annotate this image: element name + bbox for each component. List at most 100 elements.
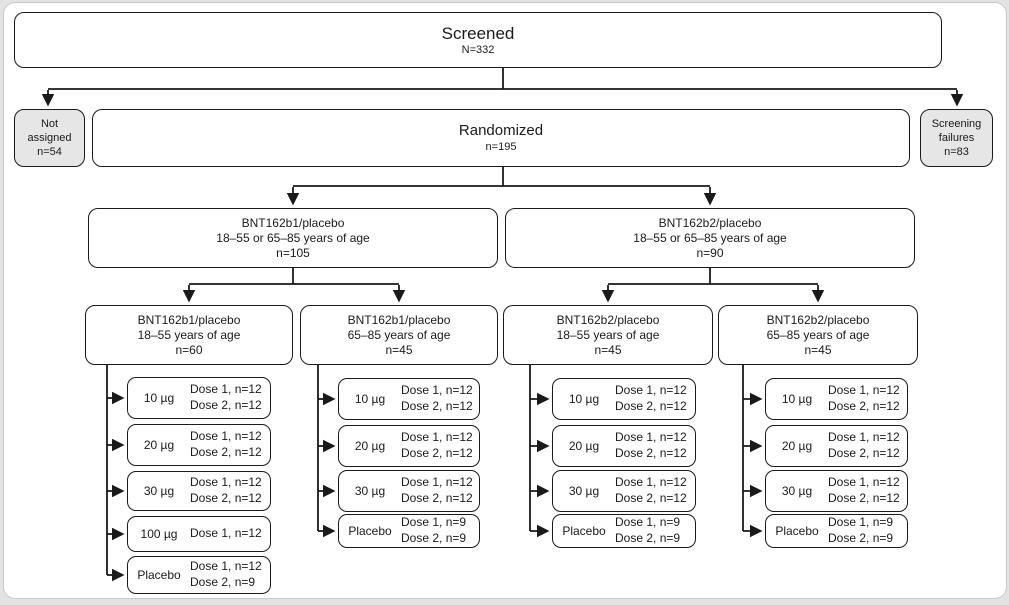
screened-count: N=332 [461, 43, 495, 56]
group-count: n=45 [804, 342, 832, 357]
group-count: n=45 [385, 342, 413, 357]
dose1-count: Dose 1, n=9 [401, 515, 467, 530]
arm-age: 18–55 or 65–85 years of age [216, 230, 370, 245]
dose-counts: Dose 1, n=12 Dose 2, n=12 [401, 430, 473, 461]
group-name: BNT162b1/placebo [137, 312, 241, 327]
dose1-count: Dose 1, n=12 [401, 383, 473, 398]
dose2-count: Dose 2, n=12 [190, 398, 262, 412]
dose-label: 10 µg [354, 391, 386, 406]
dose1-count: Dose 1, n=12 [828, 430, 900, 445]
dose-counts: Dose 1, n=12 Dose 2, n=12 [401, 475, 473, 506]
dose2-count: Dose 2, n=12 [401, 446, 473, 460]
dose2-count: Dose 2, n=9 [615, 531, 681, 545]
dose-box-placebo: Placebo Dose 1, n=9 Dose 2, n=9 [552, 514, 696, 548]
dose-box-30ug: 30 µg Dose 1, n=12 Dose 2, n=12 [338, 470, 480, 512]
group-b2-younger-box: BNT162b2/placebo 18–55 years of age n=45 [503, 305, 713, 365]
dose2-count: Dose 2, n=12 [615, 446, 687, 460]
screening-failures-label: Screening failures [931, 117, 982, 144]
group-b2-older-box: BNT162b2/placebo 65–85 years of age n=45 [718, 305, 918, 365]
screened-title: Screened [441, 23, 515, 43]
dose-label: 10 µg [143, 390, 175, 405]
group-count: n=45 [594, 342, 622, 357]
group-age: 18–55 years of age [137, 327, 241, 342]
dose1-count: Dose 1, n=9 [615, 515, 681, 530]
dose2-count: Dose 2, n=9 [190, 575, 256, 589]
dose-box-20ug: 20 µg Dose 1, n=12 Dose 2, n=12 [127, 424, 271, 466]
arm-name: BNT162b1/placebo [241, 215, 345, 230]
screening-failures-box: Screening failures n=83 [920, 109, 993, 167]
dose-box-100ug: 100 µg Dose 1, n=12 [127, 516, 271, 552]
dose1-count: Dose 1, n=12 [615, 475, 687, 490]
group-name: BNT162b2/placebo [556, 312, 660, 327]
randomized-title: Randomized [458, 121, 544, 139]
dose-label: 10 µg [781, 391, 813, 406]
dose1-count: Dose 1, n=12 [401, 475, 473, 490]
dose-counts: Dose 1, n=12 Dose 2, n=12 [828, 430, 900, 461]
dose-box-20ug: 20 µg Dose 1, n=12 Dose 2, n=12 [552, 425, 696, 467]
dose-label: 20 µg [354, 438, 386, 453]
screening-failures-count: n=83 [944, 146, 969, 159]
dose2-count: Dose 2, n=12 [615, 399, 687, 413]
screened-box: Screened N=332 [14, 12, 942, 68]
dose1-count: Dose 1, n=12 [615, 430, 687, 445]
not-assigned-box: Not assigned n=54 [14, 109, 85, 167]
dose-box-10ug: 10 µg Dose 1, n=12 Dose 2, n=12 [552, 378, 696, 420]
dose-box-10ug: 10 µg Dose 1, n=12 Dose 2, n=12 [765, 378, 908, 420]
dose1-count: Dose 1, n=12 [401, 430, 473, 445]
dose-box-10ug: 10 µg Dose 1, n=12 Dose 2, n=12 [338, 378, 480, 420]
dose-label: 30 µg [143, 483, 175, 498]
dose-counts: Dose 1, n=9 Dose 2, n=9 [615, 515, 680, 546]
arm-count: n=105 [276, 245, 310, 260]
dose-counts: Dose 1, n=12 Dose 2, n=12 [828, 475, 900, 506]
dose2-count: Dose 2, n=9 [401, 531, 467, 545]
dose-box-30ug: 30 µg Dose 1, n=12 Dose 2, n=12 [127, 471, 271, 511]
dose-counts: Dose 1, n=12 Dose 2, n=9 [190, 559, 262, 590]
dose-label: Placebo [775, 523, 819, 538]
dose-counts: Dose 1, n=12 Dose 2, n=12 [190, 429, 262, 460]
randomized-box: Randomized n=195 [92, 109, 910, 167]
dose-box-placebo: Placebo Dose 1, n=9 Dose 2, n=9 [338, 514, 480, 548]
arm-name: BNT162b2/placebo [658, 215, 762, 230]
dose-box-placebo: Placebo Dose 1, n=9 Dose 2, n=9 [765, 514, 908, 548]
dose2-count: Dose 2, n=12 [190, 445, 262, 459]
arm-bnt162b2-box: BNT162b2/placebo 18–55 or 65–85 years of… [505, 208, 915, 268]
dose1-count: Dose 1, n=12 [828, 383, 900, 398]
dose-box-30ug: 30 µg Dose 1, n=12 Dose 2, n=12 [765, 470, 908, 512]
dose-label: 30 µg [781, 483, 813, 498]
dose2-count: Dose 2, n=12 [615, 491, 687, 505]
dose1-count: Dose 1, n=12 [190, 382, 262, 397]
dose-box-placebo: Placebo Dose 1, n=12 Dose 2, n=9 [127, 556, 271, 594]
arm-bnt162b1-box: BNT162b1/placebo 18–55 or 65–85 years of… [88, 208, 498, 268]
arm-count: n=90 [696, 245, 724, 260]
dose1-count: Dose 1, n=12 [190, 475, 262, 490]
dose-label: 30 µg [568, 483, 600, 498]
dose-counts: Dose 1, n=9 Dose 2, n=9 [401, 515, 466, 546]
group-count: n=60 [175, 342, 203, 357]
dose-label: 20 µg [568, 438, 600, 453]
dose-box-20ug: 20 µg Dose 1, n=12 Dose 2, n=12 [765, 425, 908, 467]
dose-label: 100 µg [140, 526, 178, 541]
not-assigned-count: n=54 [37, 146, 62, 159]
dose-counts: Dose 1, n=12 Dose 2, n=12 [190, 382, 262, 413]
dose2-count: Dose 2, n=12 [401, 399, 473, 413]
dose-counts: Dose 1, n=9 Dose 2, n=9 [828, 515, 893, 546]
dose-counts: Dose 1, n=12 [190, 526, 262, 542]
dose-box-30ug: 30 µg Dose 1, n=12 Dose 2, n=12 [552, 470, 696, 512]
dose1-count: Dose 1, n=12 [828, 475, 900, 490]
group-age: 65–85 years of age [347, 327, 451, 342]
dose1-count: Dose 1, n=9 [828, 515, 894, 530]
dose1-count: Dose 1, n=12 [615, 383, 687, 398]
group-name: BNT162b2/placebo [766, 312, 870, 327]
dose1-count: Dose 1, n=12 [190, 559, 262, 574]
dose2-count: Dose 2, n=12 [828, 491, 900, 505]
dose1-count: Dose 1, n=12 [190, 429, 262, 444]
dose-label: 10 µg [568, 391, 600, 406]
dose2-count: Dose 2, n=12 [828, 399, 900, 413]
group-age: 65–85 years of age [766, 327, 870, 342]
dose2-count: Dose 2, n=12 [401, 491, 473, 505]
dose-counts: Dose 1, n=12 Dose 2, n=12 [190, 475, 262, 506]
dose-label: 30 µg [354, 483, 386, 498]
dose-counts: Dose 1, n=12 Dose 2, n=12 [828, 383, 900, 414]
group-name: BNT162b1/placebo [347, 312, 451, 327]
randomized-count: n=195 [485, 140, 517, 153]
